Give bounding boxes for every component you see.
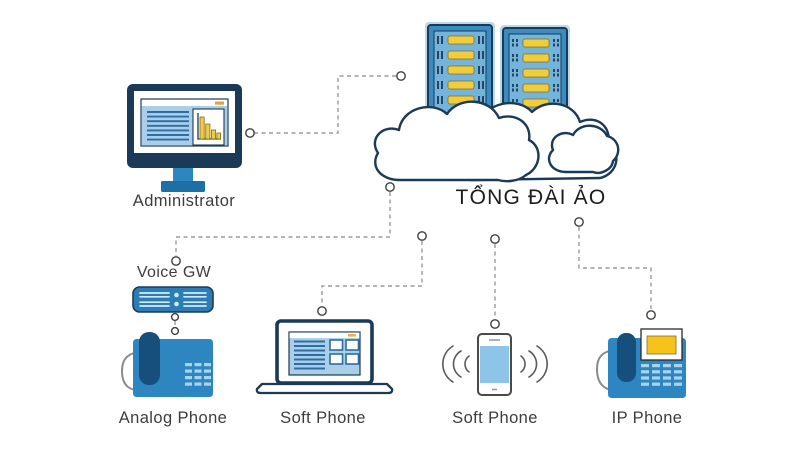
phone-handset — [139, 332, 160, 385]
text-lines — [147, 111, 189, 141]
bar-chart-icon — [192, 108, 225, 146]
cloud-icon — [373, 100, 620, 183]
window-bar-accent — [215, 101, 224, 105]
diagram-title: TỔNG ĐÀI ẢO — [455, 186, 607, 209]
window-tiles — [329, 339, 360, 365]
phone-handset — [617, 333, 636, 382]
connector-cloud-ipphone — [578, 227, 652, 310]
monitor-base — [161, 181, 205, 192]
signal-waves-icon — [442, 345, 548, 383]
connector-cloud-laptop — [321, 241, 423, 306]
label-voice-gw: Voice GW — [136, 264, 212, 281]
connector-cloud-voicegw — [175, 192, 391, 256]
phone-keypad — [641, 364, 682, 386]
monitor-stand — [173, 168, 193, 182]
text-lines — [294, 340, 325, 370]
display-screen — [646, 335, 677, 355]
label-administrator: Administrator — [132, 192, 236, 210]
label-analog-phone: Analog Phone — [118, 409, 228, 427]
label-ip-phone: IP Phone — [611, 409, 683, 427]
connector-admin-cloud — [254, 75, 396, 134]
label-soft-phone-laptop: Soft Phone — [280, 409, 366, 427]
label-soft-phone-mobile: Soft Phone — [452, 409, 538, 427]
phone-keypad — [185, 363, 211, 386]
connector-endpoints — [170, 71, 656, 336]
window-bar-accent — [348, 334, 356, 337]
laptop-base — [255, 382, 394, 395]
phone-screen — [480, 346, 509, 383]
